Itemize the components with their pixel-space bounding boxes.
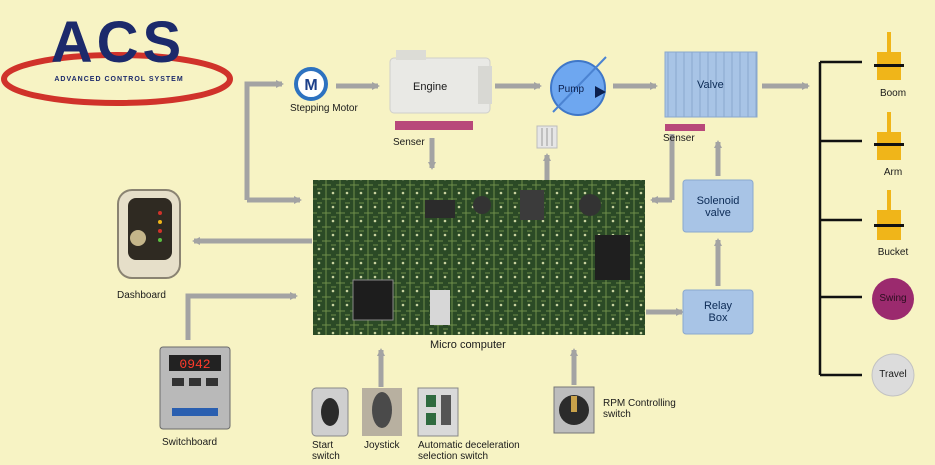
stepping-motor-symbol: M xyxy=(304,77,317,94)
joystick-icon xyxy=(362,388,402,436)
arm-cylinder-icon xyxy=(874,112,904,160)
dashboard-icon xyxy=(118,190,180,278)
arrow-switchboard-micro xyxy=(188,296,296,338)
rpm-switch-label: RPM Controlling switch xyxy=(603,398,676,420)
switchboard-icon: 0942 xyxy=(160,347,230,429)
stepping-motor-label: Stepping Motor xyxy=(290,103,358,114)
dashboard-label: Dashboard xyxy=(117,290,166,301)
rpm-switch-icon xyxy=(554,387,594,433)
acs-logo: ACS ADVANCED CONTROL SYSTEM xyxy=(4,10,230,103)
actuator-label-boom: Boom xyxy=(858,88,928,99)
engine-sensor-bar xyxy=(395,121,473,130)
valve-sensor-bar xyxy=(665,124,705,131)
arrow-to-stepping-motor xyxy=(247,84,282,200)
engine-sensor-label: Senser xyxy=(393,137,425,148)
actuator-label-bucket: Bucket xyxy=(858,247,928,258)
joystick-label: Joystick xyxy=(364,440,400,451)
actuator-bracket xyxy=(820,62,862,375)
boom-cylinder-icon xyxy=(874,32,904,80)
solenoid-valve-label: Solenoid valve xyxy=(683,195,753,219)
actuator-label-travel: Travel xyxy=(858,369,928,380)
actuator-label-arm: Arm xyxy=(858,167,928,178)
micro-computer-label: Micro computer xyxy=(430,340,506,351)
switchboard-label: Switchboard xyxy=(162,437,217,448)
switchboard-display: 0942 xyxy=(179,357,210,372)
start-switch-label: Start switch xyxy=(312,440,340,462)
pump-label: Pump xyxy=(558,84,584,95)
engine-label: Engine xyxy=(413,82,447,93)
auto-decel-switch-icon xyxy=(418,388,458,436)
pump-sensor-icon xyxy=(537,126,557,148)
actuator-label-swing: Swing xyxy=(858,293,928,304)
bucket-cylinder-icon xyxy=(874,190,904,240)
logo-text: ACS xyxy=(51,10,185,75)
auto-decel-label: Automatic deceleration selection switch xyxy=(418,440,520,462)
valve-sensor-label: Senser xyxy=(663,133,695,144)
start-switch-icon xyxy=(312,388,348,436)
valve-label: Valve xyxy=(697,80,724,91)
relay-box-label: Relay Box xyxy=(683,300,753,324)
logo-subtitle: ADVANCED CONTROL SYSTEM xyxy=(54,76,183,83)
micro-computer-board xyxy=(313,180,645,335)
